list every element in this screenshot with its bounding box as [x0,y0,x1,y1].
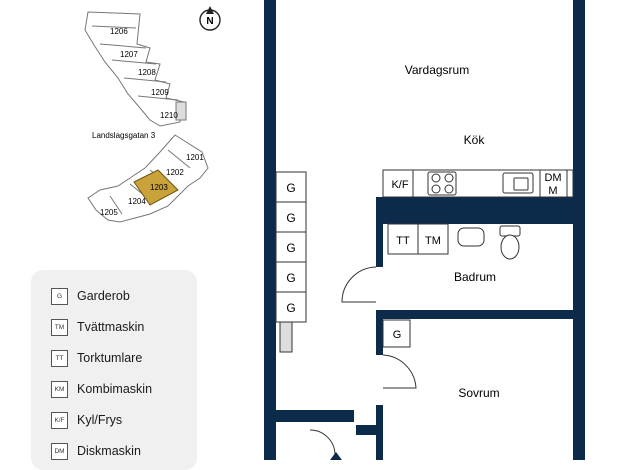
unit-1209: 1209 [151,88,169,97]
legend-item: K/F Kyl/Frys [51,410,122,430]
room-bedroom: Sovrum [458,386,499,400]
kitchen-counter [382,169,574,198]
legend-item: DM Diskmaskin [51,441,141,461]
bedroom-wardrobe-label: G [393,329,402,341]
legend-label: Torktumlare [77,351,143,365]
hall-wardrobe-label: G [286,301,295,315]
highlighted-unit [133,169,179,206]
dishwasher-label-2: M [548,185,557,197]
room-living: Vardagsrum [405,63,469,77]
room-kitchen: Kök [464,133,486,147]
hall-wardrobes [275,171,307,353]
legend-item: TT Torktumlare [51,348,142,368]
legend-code: DM [51,442,68,460]
entrance-arrow-icon [330,452,342,460]
bathroom-fixtures [387,223,521,260]
compass-icon: N [199,6,221,31]
legend-item: TM Tvättmaskin [51,317,144,337]
compass-label: N [206,16,213,27]
unit-1203: 1203 [150,183,168,192]
unit-1210: 1210 [160,111,178,120]
legend-label: Diskmaskin [77,444,141,458]
legend-item: G Garderob [51,286,130,306]
hall-wardrobe-label: G [286,181,295,195]
legend-code: K/F [51,411,68,429]
door-swings [309,266,417,456]
hall-wardrobe-label: G [286,211,295,225]
unit-1201: 1201 [186,153,204,162]
washer-label: TM [425,235,441,247]
hall-wardrobe-label: G [286,241,295,255]
legend-label: Kombimaskin [77,382,153,396]
legend-code: TM [51,318,68,336]
legend-code: G [51,287,68,305]
unit-1205: 1205 [100,208,118,217]
legend-label: Kyl/Frys [77,413,123,427]
unit-1204: 1204 [128,197,146,206]
legend-item: KM Kombimaskin [51,379,152,399]
dishwasher-label: DM [544,172,561,184]
legend-label: Tvättmaskin [77,320,145,334]
bedroom-wardrobe [382,319,411,348]
fridge-label: K/F [391,179,408,191]
hall-wardrobe-label: G [286,271,295,285]
street-label: Landslagsgatan 3 [92,131,156,140]
legend-code: KM [51,380,68,398]
unit-1207: 1207 [120,50,138,59]
room-bathroom: Badrum [454,270,496,284]
unit-1206: 1206 [110,27,128,36]
unit-1202: 1202 [166,168,184,177]
legend-code: TT [51,349,68,367]
legend-panel: G Garderob TM Tvättmaskin TT Torktumlare… [31,270,197,470]
dryer-label: TT [396,235,410,247]
building-upper [84,11,187,127]
walls [264,0,585,460]
unit-1208: 1208 [138,68,156,77]
key-map: N 1206 1207 1208 1209 1210 Landslagsgata… [84,6,221,223]
legend-label: Garderob [77,289,130,303]
